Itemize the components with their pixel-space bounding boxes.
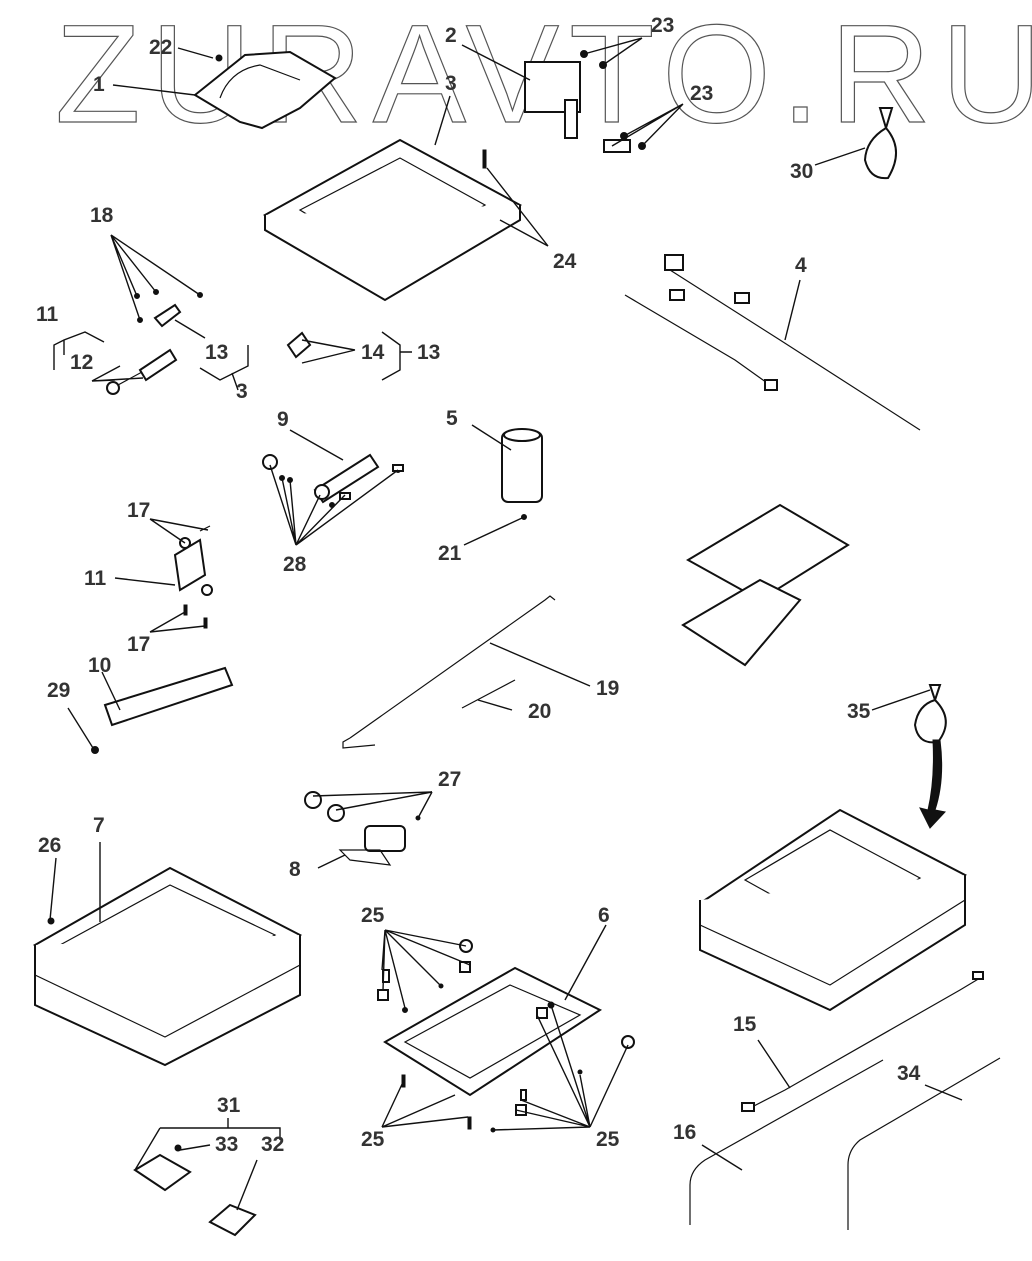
callout-27: 27 (438, 768, 461, 791)
callout-4: 4 (795, 254, 807, 277)
part-25-fasteners (377, 939, 635, 1133)
part-16-cable (689, 1059, 884, 1225)
part-29-nut (91, 746, 99, 754)
complete-suspension-assembly (699, 808, 968, 1012)
part-1-mounting-plate (193, 50, 337, 130)
callout-17-lower: 17 (127, 633, 150, 656)
part-34-cable (847, 1057, 1001, 1230)
callout-17-top: 17 (127, 499, 150, 522)
callout-12: 12 (70, 351, 93, 374)
callout-30: 30 (790, 160, 813, 183)
callout-21: 21 (438, 542, 462, 565)
part-4-wire-harness (624, 254, 921, 431)
part-24-bolts (482, 149, 487, 169)
part-20-rod (461, 679, 516, 709)
callout-7: 7 (93, 814, 105, 837)
callout-25-top: 25 (361, 904, 385, 927)
part-35-parts-bag (913, 684, 947, 744)
part-8-pump (338, 825, 406, 866)
callout-labels: 22 1 2 3 23 23 30 24 4 18 11 12 13 3 14 … (36, 14, 921, 1156)
callout-10: 10 (88, 654, 111, 677)
callout-28: 28 (283, 553, 307, 576)
part-30-parts-bag (863, 107, 897, 180)
part-21-screw (521, 514, 527, 520)
part-9-damper (313, 453, 380, 504)
callout-32: 32 (261, 1133, 284, 1156)
part-5-air-spring (501, 428, 543, 503)
part-18-screws (134, 289, 203, 323)
callout-5: 5 (446, 407, 458, 430)
part-22-screw (215, 54, 223, 62)
callout-33: 33 (215, 1133, 238, 1156)
part-7-bellows (32, 866, 303, 1067)
part-19-rod (342, 595, 556, 749)
callout-18: 18 (90, 204, 114, 227)
callout-23-lower: 23 (690, 82, 713, 105)
callout-29: 29 (47, 679, 70, 702)
callout-23-top: 23 (651, 14, 674, 37)
callout-14: 14 (361, 341, 385, 364)
callout-1: 1 (93, 73, 105, 96)
callout-8: 8 (289, 858, 301, 881)
part-3-upper-frame (262, 138, 523, 302)
callout-25-right: 25 (596, 1128, 620, 1151)
leader-lines (49, 37, 963, 1211)
callout-34: 34 (897, 1062, 921, 1085)
part-15-cable (741, 971, 984, 1112)
part-32-switch-cover (208, 1203, 257, 1237)
part-13-bracket (153, 303, 182, 328)
callout-6: 6 (598, 904, 610, 927)
part-2-valve-block (524, 61, 581, 139)
part-12-gas-spring (106, 348, 178, 395)
assembly-arrow-icon (919, 739, 946, 829)
part-26-clip (47, 917, 55, 925)
part-28-fittings (262, 454, 404, 508)
callout-24: 24 (553, 250, 577, 273)
callout-11-lower: 11 (84, 567, 107, 590)
part-31-switch-assembly (133, 1153, 192, 1192)
part-10-grip (103, 666, 234, 727)
callout-16: 16 (673, 1121, 696, 1144)
callout-31: 31 (217, 1094, 241, 1117)
callout-22: 22 (149, 36, 172, 59)
callout-13-left: 13 (205, 341, 228, 364)
callout-9: 9 (277, 408, 289, 431)
callout-19: 19 (596, 677, 619, 700)
part-33-screw (174, 1144, 182, 1152)
callout-11-top: 11 (36, 303, 59, 326)
part-14-cam (286, 331, 312, 359)
callout-2: 2 (445, 24, 457, 47)
callout-20: 20 (528, 700, 551, 723)
part-6-lower-frame (383, 966, 603, 1097)
part-11-lever-assembly (173, 538, 213, 596)
callout-13-right: 13 (417, 341, 440, 364)
callout-25-left: 25 (361, 1128, 385, 1151)
callout-26: 26 (38, 834, 61, 857)
callout-35: 35 (847, 700, 871, 723)
callout-15: 15 (733, 1013, 757, 1036)
scissor-mechanism (681, 503, 850, 667)
callout-3-bracket: 3 (236, 380, 248, 403)
callout-3-top: 3 (445, 72, 457, 95)
